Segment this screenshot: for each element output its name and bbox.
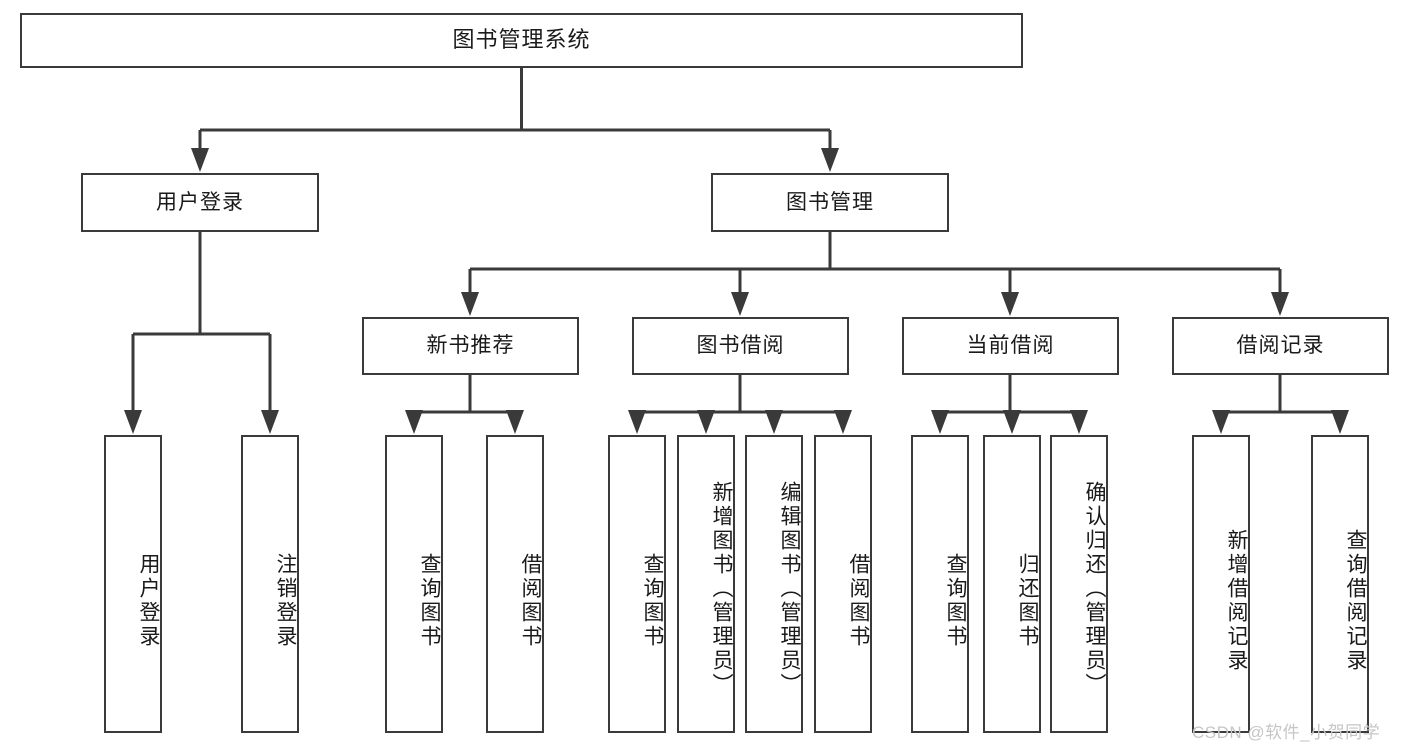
leaf-logout[interactable]: 注销登录 [241, 435, 299, 733]
node-book-management[interactable]: 图书管理 [711, 173, 949, 232]
leaf-add-book-admin[interactable]: 新增图书（管理员） [677, 435, 735, 733]
node-book-borrow[interactable]: 图书借阅 [632, 317, 849, 375]
leaf-query-book-current[interactable]: 查询图书 [911, 435, 969, 733]
arrowhead-book-management [821, 148, 839, 172]
arrowhead-new-book-leaf2 [506, 410, 524, 434]
leaf-return-book[interactable]: 归还图书 [983, 435, 1041, 733]
arrowhead-user-login-leaf1 [124, 410, 142, 434]
leaf-borrow-book-borrow[interactable]: 借阅图书 [814, 435, 872, 733]
arrowhead-book-borrow-leaf3 [765, 410, 783, 434]
leaf-query-book-recommend[interactable]: 查询图书 [385, 435, 443, 733]
leaf-confirm-return-admin[interactable]: 确认归还（管理员） [1050, 435, 1108, 733]
arrowhead-book-borrow-leaf1 [628, 410, 646, 434]
leaf-edit-book-admin[interactable]: 编辑图书（管理员） [745, 435, 803, 733]
arrowhead-user-login [191, 148, 209, 172]
arrowhead-book-borrow-leaf4 [834, 410, 852, 434]
arrowhead-borrow-record-leaf1 [1212, 410, 1230, 434]
arrowhead-current-borrow [1001, 292, 1019, 316]
node-user-login[interactable]: 用户登录 [81, 173, 319, 232]
arrowhead-borrow-record-leaf2 [1331, 410, 1349, 434]
csdn-watermark: CSDN @软件_小贺同学 [1192, 723, 1381, 742]
arrowhead-new-book-leaf1 [405, 410, 423, 434]
leaf-query-borrow-record[interactable]: 查询借阅记录 [1311, 435, 1369, 733]
node-borrow-record[interactable]: 借阅记录 [1172, 317, 1389, 375]
arrowhead-user-login-leaf2 [261, 410, 279, 434]
node-root[interactable]: 图书管理系统 [20, 13, 1023, 68]
leaf-query-book-borrow[interactable]: 查询图书 [608, 435, 666, 733]
arrowhead-current-borrow-leaf1 [931, 410, 949, 434]
arrowhead-book-borrow-leaf2 [697, 410, 715, 434]
node-current-borrow[interactable]: 当前借阅 [902, 317, 1119, 375]
arrowhead-new-book [461, 292, 479, 316]
arrowhead-current-borrow-leaf3 [1070, 410, 1088, 434]
node-new-book-recommend[interactable]: 新书推荐 [362, 317, 579, 375]
arrowhead-book-borrow [731, 292, 749, 316]
leaf-user-login[interactable]: 用户登录 [104, 435, 162, 733]
leaf-add-borrow-record[interactable]: 新增借阅记录 [1192, 435, 1250, 733]
leaf-borrow-book-recommend[interactable]: 借阅图书 [486, 435, 544, 733]
arrowhead-current-borrow-leaf2 [1003, 410, 1021, 434]
arrowhead-borrow-record [1271, 292, 1289, 316]
